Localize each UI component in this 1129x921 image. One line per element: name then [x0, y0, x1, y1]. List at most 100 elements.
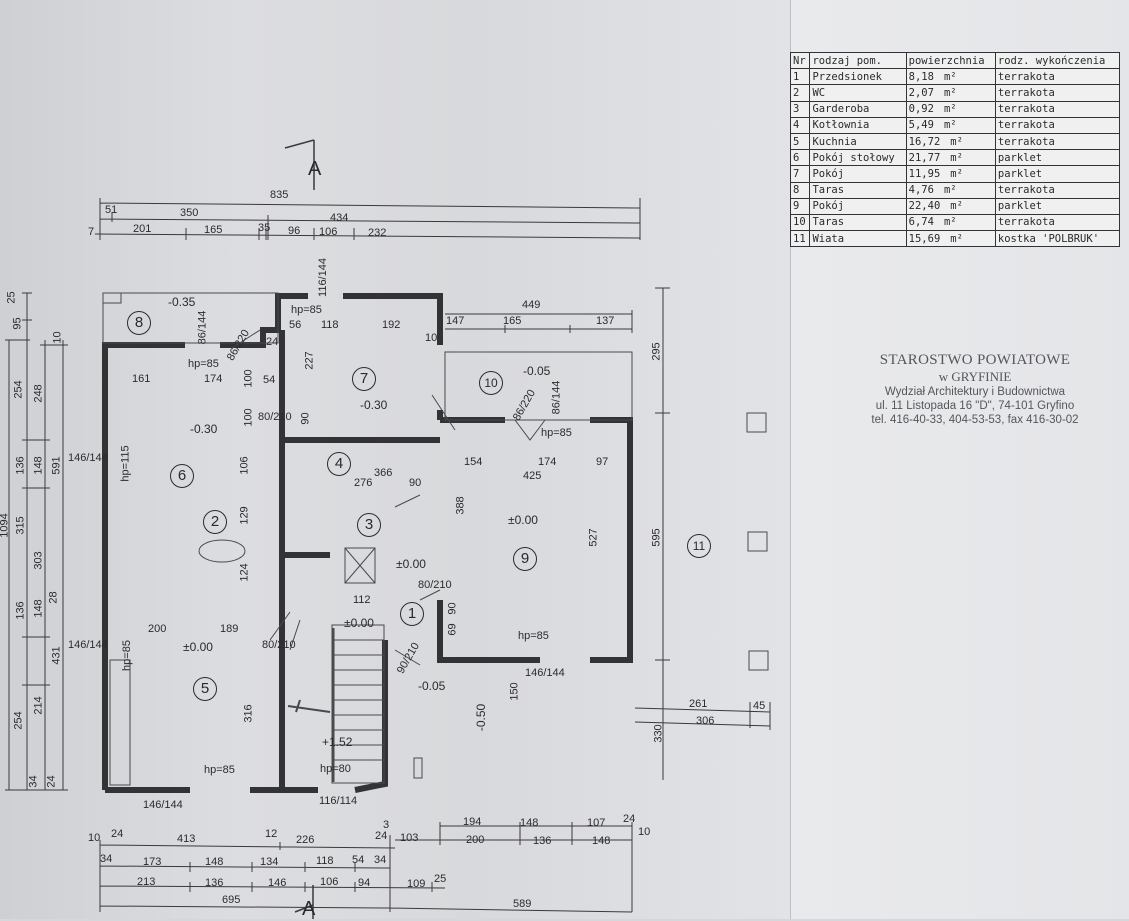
room-nr: 4: [789, 116, 811, 134]
room-type: WC: [809, 84, 907, 102]
dimension-bottom: 34: [100, 853, 113, 865]
opening-dimension: 80/210: [258, 411, 292, 423]
opening-dimension: 86/144: [196, 310, 209, 345]
dimension-top: 201: [133, 223, 152, 235]
opening-dimension: 80/210: [262, 639, 296, 651]
dimension-lines-right: [634, 287, 771, 780]
window-sill-height: hp=85: [518, 630, 549, 642]
terrace-10-outline: [444, 351, 633, 421]
room-type: Przedsionek: [809, 68, 907, 86]
dimension-left: 10: [51, 331, 64, 344]
room-number-badge: 11: [687, 534, 711, 558]
dimension-interior: 527: [587, 528, 600, 547]
dimension-bottom: 103: [400, 832, 419, 844]
section-line-a-bottom: [294, 885, 314, 919]
dimension-top: 232: [368, 227, 387, 239]
dimension-bottom: 24: [111, 828, 124, 840]
dimension-interior: 90: [299, 412, 312, 425]
dimension-interior: 24: [266, 336, 279, 348]
opening-dimension: 116/114: [319, 795, 358, 807]
room-finish: terrakota: [994, 132, 1121, 151]
area-unit: m²: [943, 216, 957, 229]
dimension-interior: 425: [523, 470, 542, 482]
opening-dimension: 146/144: [68, 639, 108, 651]
dimension-left: 254: [12, 380, 25, 399]
dimension-bottom: 24: [375, 830, 388, 842]
dimension-top: 147: [446, 315, 465, 327]
dimension-top: 51: [105, 204, 118, 216]
window-sill-height: hp=115: [119, 445, 132, 482]
room-type: Taras: [809, 181, 907, 199]
dimension-bottom: 3: [383, 819, 390, 831]
dimension-right: 595: [650, 528, 663, 547]
dimension-interior: 200: [148, 623, 167, 635]
dimension-interior: 192: [382, 319, 401, 331]
room-type: Pokój: [809, 197, 907, 215]
section-line-a-top: [284, 139, 315, 190]
floor-level-marker: -0.30: [360, 398, 388, 412]
area-unit: m²: [950, 167, 963, 180]
room-type: Pokój: [809, 165, 907, 183]
section-mark-a-top: A: [308, 158, 322, 180]
dimension-left: 25: [5, 291, 18, 304]
dimension-bottom: 148: [592, 835, 611, 847]
stamp-line-2: w GRYFINIE: [938, 369, 1012, 384]
office-stamp: STAROSTWO POWIATOWE w GRYFINIE Wydział A…: [840, 352, 1110, 427]
floor-level-marker: -0.30: [190, 422, 218, 436]
dimension-interior: 174: [538, 456, 557, 468]
floor-level-marker: -0.05: [418, 679, 446, 693]
room-finish: parklet: [994, 165, 1121, 183]
area-value: 8,18: [908, 70, 934, 83]
dimension-top: 106: [319, 226, 338, 238]
staircase: [287, 624, 385, 784]
table-header-row: Nr rodzaj pom. powierzchnia rodz. wykońc…: [789, 51, 1121, 70]
dimension-left: 34: [27, 775, 40, 788]
room-number-badge: 6: [170, 464, 194, 488]
dimension-lines-left: [5, 292, 68, 791]
dimension-bottom: 94: [358, 877, 371, 889]
dimension-interior: 129: [238, 506, 251, 525]
floor-level-marker: ±0.00: [183, 640, 213, 654]
dimension-interior: 227: [303, 351, 316, 370]
opening-dimension: 146/144: [68, 452, 108, 464]
room-number-badge: 7: [352, 367, 376, 391]
dimension-interior: 154: [464, 456, 483, 468]
dimension-left: 591: [50, 456, 63, 475]
dimension-interior: 54: [263, 374, 276, 386]
dimension-left: 431: [50, 646, 63, 665]
opening-dimension: 116/144: [316, 258, 329, 297]
room-finish: kostka 'POLBRUK': [994, 230, 1121, 248]
wiata-post: [746, 412, 767, 433]
dimension-left: 28: [47, 591, 60, 604]
dimension-bottom: 695: [222, 894, 241, 906]
dimension-bottom: 194: [463, 816, 482, 828]
window-sill-height: hp=80: [320, 763, 351, 775]
dimension-bottom: 10: [88, 832, 101, 844]
dimension-top: 350: [180, 207, 199, 219]
room-nr: 2: [789, 84, 811, 102]
opening-dimension: 146/144: [143, 799, 183, 811]
stamp-line-1: STAROSTWO POWIATOWE: [879, 352, 1071, 368]
room-number-badge: 2: [203, 510, 227, 534]
room-finish: terrakota: [994, 181, 1121, 199]
dimension-top: 96: [288, 225, 301, 237]
dimension-bottom: 118: [316, 855, 334, 867]
dimension-lines-top: [94, 198, 641, 333]
opening-dimension: 80/210: [418, 579, 452, 591]
dimension-right: 261: [689, 698, 708, 710]
dimension-bottom: 148: [520, 817, 539, 829]
dimension-left: 214: [32, 696, 45, 715]
area-unit: m²: [950, 200, 963, 213]
dimension-bottom: 34: [374, 854, 387, 866]
